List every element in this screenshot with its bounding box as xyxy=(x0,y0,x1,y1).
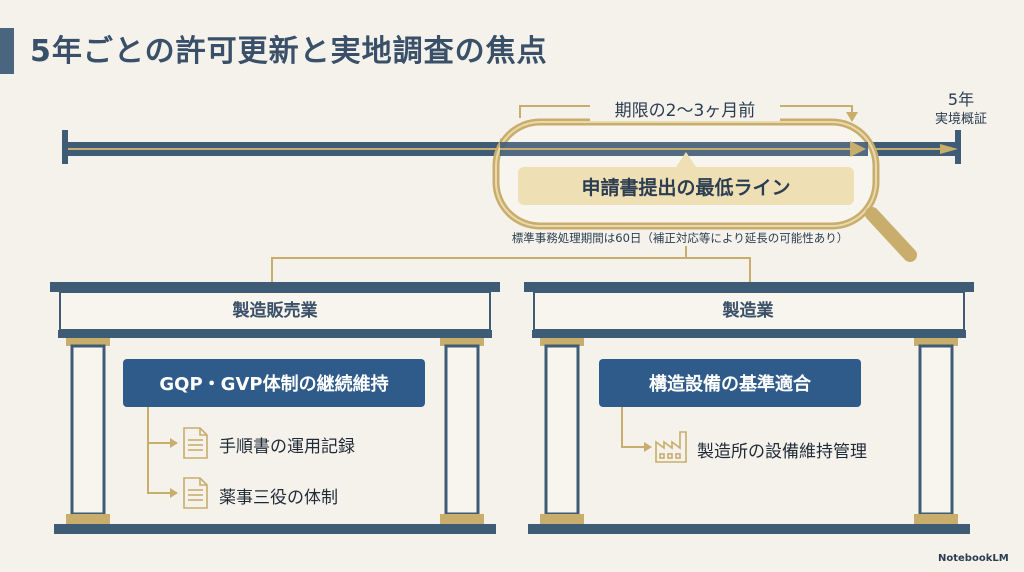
gqp-gvp-box: GQP・GVP体制の継続維持 xyxy=(123,359,425,407)
tree-arrowhead xyxy=(644,442,652,452)
factory-icon xyxy=(655,431,687,463)
tree-arrowhead xyxy=(170,438,178,448)
page-title: 5年ごとの許可更新と実地調査の焦点 xyxy=(30,34,548,69)
tree-arrowhead xyxy=(170,488,178,498)
document-icon xyxy=(183,427,208,459)
document-icon xyxy=(183,477,208,509)
timeline-end-label: 実境概証 xyxy=(934,112,987,127)
facility-standard-box: 構造設備の基準適合 xyxy=(599,359,861,407)
left-tree-connectors xyxy=(147,407,172,494)
list-item: 手順書の運用記録 xyxy=(219,437,355,457)
brand-watermark: NotebookLM xyxy=(938,553,1009,564)
timeline-end-arrowhead xyxy=(940,144,958,154)
period-label: 期限の2〜3ヶ月前 xyxy=(590,96,780,121)
timeline-end-year: 5年 xyxy=(947,90,975,109)
list-item: 薬事三役の体制 xyxy=(219,488,338,508)
right-tree-connector xyxy=(621,407,646,448)
connector-lines xyxy=(271,246,751,282)
lens-arrowhead xyxy=(850,141,866,157)
bracket-arrowhead xyxy=(846,112,858,122)
pillar-title-manufacturing: 製造業 xyxy=(722,301,774,321)
left-pillar-structure xyxy=(50,282,500,534)
deadline-pointer xyxy=(674,152,698,170)
list-item: 製造所の設備維持管理 xyxy=(697,442,867,462)
right-pillar-structure xyxy=(524,282,974,534)
deadline-callout: 申請書提出の最低ライン xyxy=(518,167,854,205)
title-accent-bar xyxy=(0,28,14,74)
pillar-title-marketing: 製造販売業 xyxy=(232,301,318,321)
processing-period-note: 標準事務処理期間は60日（補正対応等により延長の可能性あり） xyxy=(511,231,849,245)
